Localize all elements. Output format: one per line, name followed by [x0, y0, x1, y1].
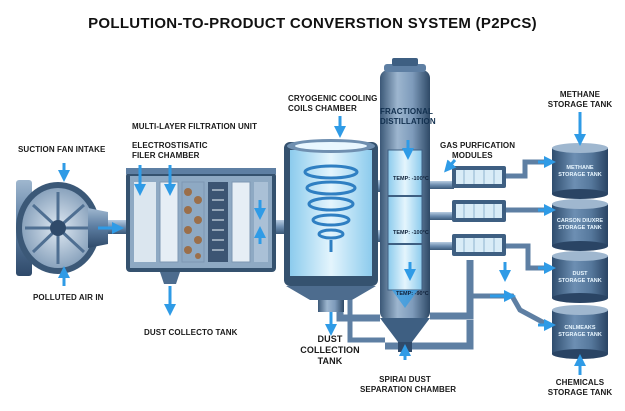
label-fractional-1: FRACTIONAL: [380, 107, 433, 116]
filtration-unit: [126, 168, 276, 284]
label-gas-purification-1: GAS PURFICATION: [440, 141, 516, 150]
label-dust-collection-3: TANK: [317, 356, 343, 366]
cryogenic-chamber: [284, 139, 378, 312]
suction-fan: [16, 180, 108, 276]
temp-reading-2: TEMP: -100°C: [393, 230, 429, 236]
label-spiral-1: SPIRAI DUST: [379, 375, 431, 384]
tank-label-methane-2: STORAGE TANK: [558, 172, 602, 178]
tank-label-chemicals-1: CNLMEAKS: [564, 325, 596, 331]
tank-methane: [552, 143, 608, 199]
label-dust-collection-2: COLLECTION: [300, 345, 360, 355]
label-filtration-unit: MULTI-LAYER FILTRATION UNIT: [132, 122, 258, 131]
cooling-coil-icon: [303, 164, 359, 252]
label-chemicals-2: STORAGE TANK: [547, 388, 613, 397]
diagram-title: POLLUTION-TO-PRODUCT CONVERSTION SYSTEM …: [88, 15, 537, 32]
label-dust-tank-small: DUST COLLECTO TANK: [144, 328, 238, 337]
gas-purification-modules: [452, 166, 506, 256]
label-dust-collection-1: DUST: [317, 334, 343, 344]
label-methane-2: STORAGE TANK: [547, 100, 613, 109]
label-chemicals-1: CHEMICALS: [555, 378, 605, 387]
tank-label-co2-1: CARSON DIUXRE: [556, 218, 604, 224]
tank-dust: [552, 251, 608, 303]
label-electrostatic-2: FILER CHAMBER: [132, 151, 200, 160]
label-polluted-air: POLLUTED AIR IN: [33, 293, 104, 302]
temp-reading-1: TEMP: -100°C: [393, 176, 429, 182]
label-cryogenic-1: CRYOGENIC COOLING: [288, 94, 378, 103]
tank-label-co2-2: STORAGE TANK: [558, 225, 602, 231]
label-cryogenic-2: COILS CHAMBER: [288, 104, 357, 113]
tank-carbon-dioxide: [552, 199, 608, 251]
tank-chemicals: [552, 305, 608, 359]
tank-label-chemicals-2: STGRAGE TANK: [558, 332, 602, 338]
label-spiral-2: SEPARATION CHAMBER: [360, 385, 457, 394]
distillation-column: [380, 58, 430, 352]
temp-reading-3: TEMP: -90°C: [396, 291, 429, 297]
filter-media: [184, 188, 202, 259]
label-suction-fan: SUCTION FAN INTAKE: [18, 145, 106, 154]
tank-label-methane-1: METHANE: [566, 165, 594, 171]
label-gas-purification-2: MODULES: [452, 151, 493, 160]
tank-label-dust-2: STORAGE TANK: [558, 278, 602, 284]
tank-label-dust-1: DUST: [572, 271, 588, 277]
flow-arrows: [58, 112, 586, 375]
storage-tanks: [552, 143, 608, 359]
label-methane-1: METHANE: [559, 90, 601, 99]
label-electrostatic-1: ELECTROSTISATIC: [132, 141, 208, 150]
label-fractional-2: DISTILLATION: [380, 117, 436, 126]
